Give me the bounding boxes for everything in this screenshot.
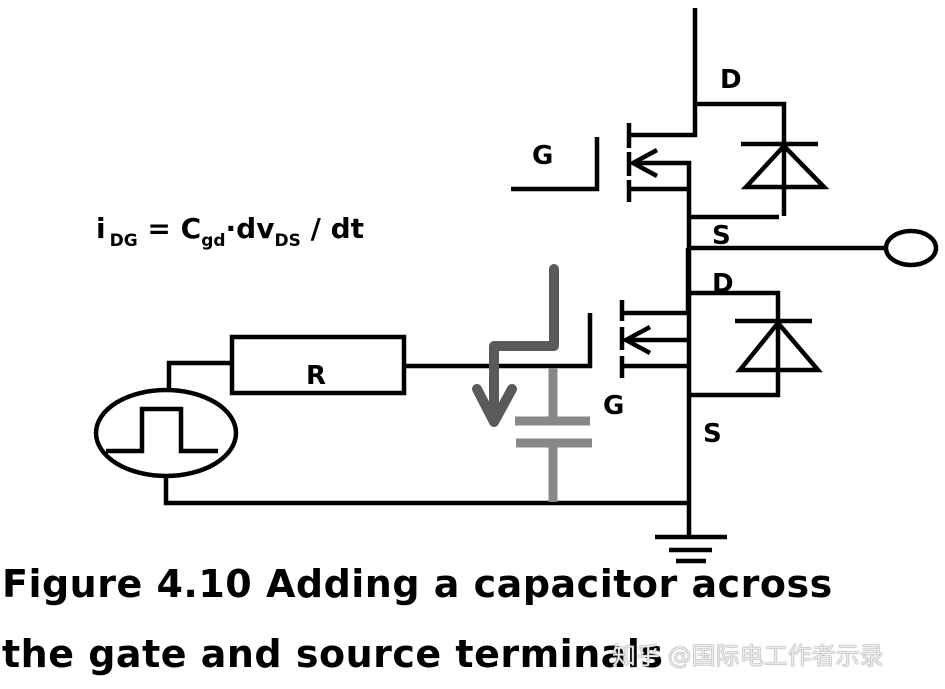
top-gate-plate <box>511 137 600 192</box>
bottom-diode-icon <box>735 319 823 373</box>
source-to-resistor-wire <box>166 360 232 390</box>
resistor-label: R <box>306 361 326 391</box>
top-source-wire <box>633 160 692 505</box>
output-terminal-icon <box>883 228 939 268</box>
bottom-drain-wire <box>622 248 691 316</box>
bottom-gate-label: G <box>603 391 624 421</box>
top-drain-label: D <box>720 65 742 95</box>
bottom-source-label: S <box>703 419 722 449</box>
top-source-label: S <box>712 221 731 251</box>
top-gate-label: G <box>532 141 553 171</box>
bottom-drain-label: D <box>712 269 734 299</box>
top-diode-icon <box>740 142 830 190</box>
ground-return-wire <box>163 476 689 506</box>
top-mosfet: D G S <box>511 8 830 505</box>
pulse-waveform-icon <box>106 406 218 454</box>
top-arrow-icon <box>628 148 659 178</box>
top-drain-wire <box>629 8 698 138</box>
ground-icon <box>655 503 727 564</box>
watermark: 知乎 @国际电工作者示录 <box>612 642 884 670</box>
bottom-arrow-icon <box>621 325 652 355</box>
figure-caption-line-1: Figure 4.10 Adding a capacitor across <box>2 562 833 606</box>
top-diode-wire <box>695 101 787 216</box>
bottom-gate-plate <box>405 313 593 369</box>
bottom-diode-wire <box>688 290 781 398</box>
figure-caption-line-2: the gate and source terminals <box>2 632 664 676</box>
pulse-source <box>93 387 239 479</box>
current-flow-arrow-icon <box>472 264 559 427</box>
bottom-mosfet: D G S <box>405 248 823 449</box>
added-gate-source-capacitor <box>515 368 592 502</box>
